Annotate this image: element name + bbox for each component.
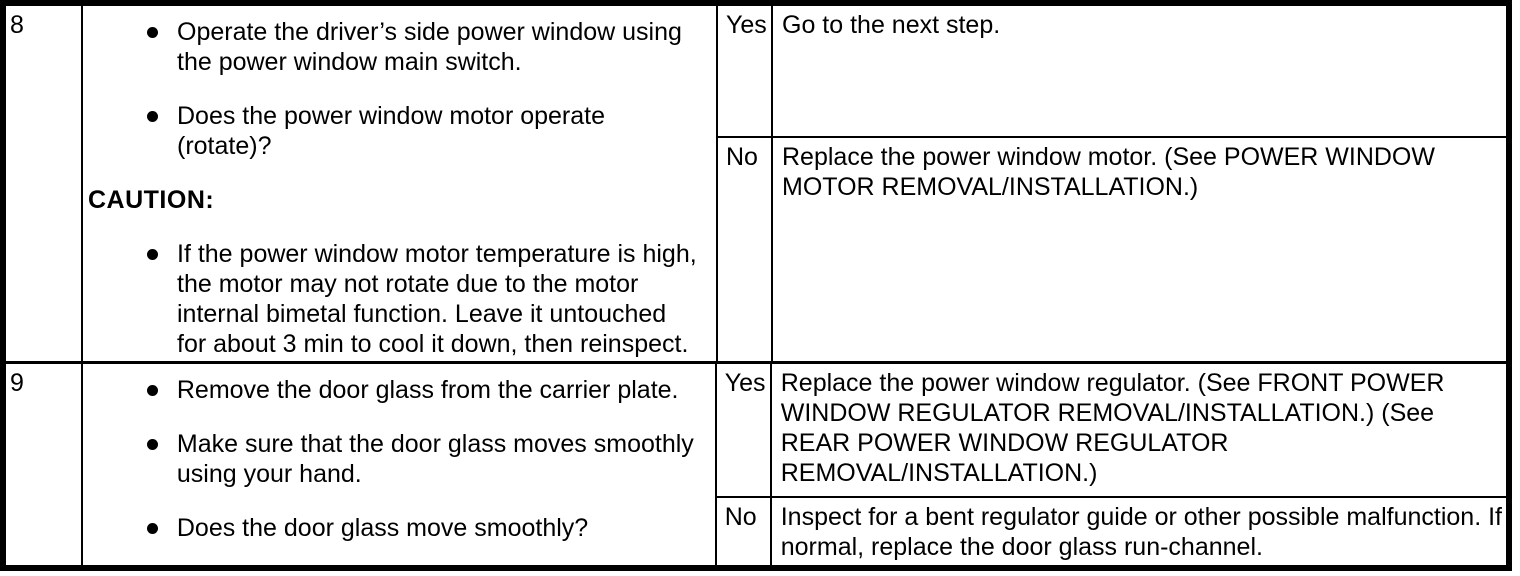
result-row-no: No Inspect for a bent regulator guide or… xyxy=(717,498,1506,567)
bullet-text: Operate the driver’s side power window u… xyxy=(177,18,682,76)
answer-cell: No xyxy=(718,138,773,361)
list-item: Does the door glass move smoothly? xyxy=(146,513,709,543)
answer-cell: No xyxy=(717,498,772,567)
action-cell: Replace the power window regulator. (See… xyxy=(780,369,1445,487)
bullet-icon xyxy=(146,523,158,534)
list-item: Remove the door glass from the carrier p… xyxy=(146,375,709,405)
action-cell: Go to the next step. xyxy=(782,11,1001,39)
bullet-text: Does the door glass move smoothly? xyxy=(176,514,589,542)
result-row-no: No Replace the power window motor. (See … xyxy=(718,138,1506,361)
bullet-text: If the power window motor temperature is… xyxy=(177,240,697,358)
action-cell: Inspect for a bent regulator guide or ot… xyxy=(780,503,1502,561)
answer-cell: Yes xyxy=(717,364,772,496)
result-row-yes: Yes Go to the next step. xyxy=(718,6,1506,138)
results-area: Yes Go to the next step. No Replace the … xyxy=(718,6,1506,361)
bullet-text: Does the power window motor operate(rota… xyxy=(177,102,606,160)
inspection-cell: Operate the driver’s side power window u… xyxy=(83,6,718,361)
result-row-yes: Yes Replace the power window regulator. … xyxy=(716,364,1506,498)
list-item: Make sure that the door glass moves smoo… xyxy=(146,429,709,489)
table-row-step-9: 9 Remove the door glass from the carrier… xyxy=(6,364,1506,567)
table-row-step-8: 8 Operate the driver’s side power window… xyxy=(6,6,1506,364)
bullet-text: Remove the door glass from the carrier p… xyxy=(176,376,679,404)
answer-cell: Yes xyxy=(718,6,773,136)
list-item: If the power window motor temperature is… xyxy=(147,239,710,359)
bullet-icon xyxy=(147,27,158,38)
step-number-cell: 8 xyxy=(6,6,83,361)
results-area: Yes Replace the power window regulator. … xyxy=(716,364,1506,567)
bullet-icon xyxy=(146,385,158,396)
inspection-cell: Remove the door glass from the carrier p… xyxy=(83,364,717,567)
action-cell: Replace the power window motor. (See POW… xyxy=(782,143,1435,201)
caution-heading: CAUTION: xyxy=(88,186,215,214)
list-item: Does the power window motor operate(rota… xyxy=(147,101,710,161)
list-item: Operate the driver’s side power window u… xyxy=(147,17,710,77)
step-number: 9 xyxy=(10,369,24,397)
step-number-cell: 9 xyxy=(6,364,83,567)
bullet-icon xyxy=(147,249,158,260)
bullet-text: Make sure that the door glass moves smoo… xyxy=(176,430,694,488)
step-number: 8 xyxy=(10,11,24,39)
bullet-icon xyxy=(146,439,158,450)
bullet-icon xyxy=(147,111,158,122)
